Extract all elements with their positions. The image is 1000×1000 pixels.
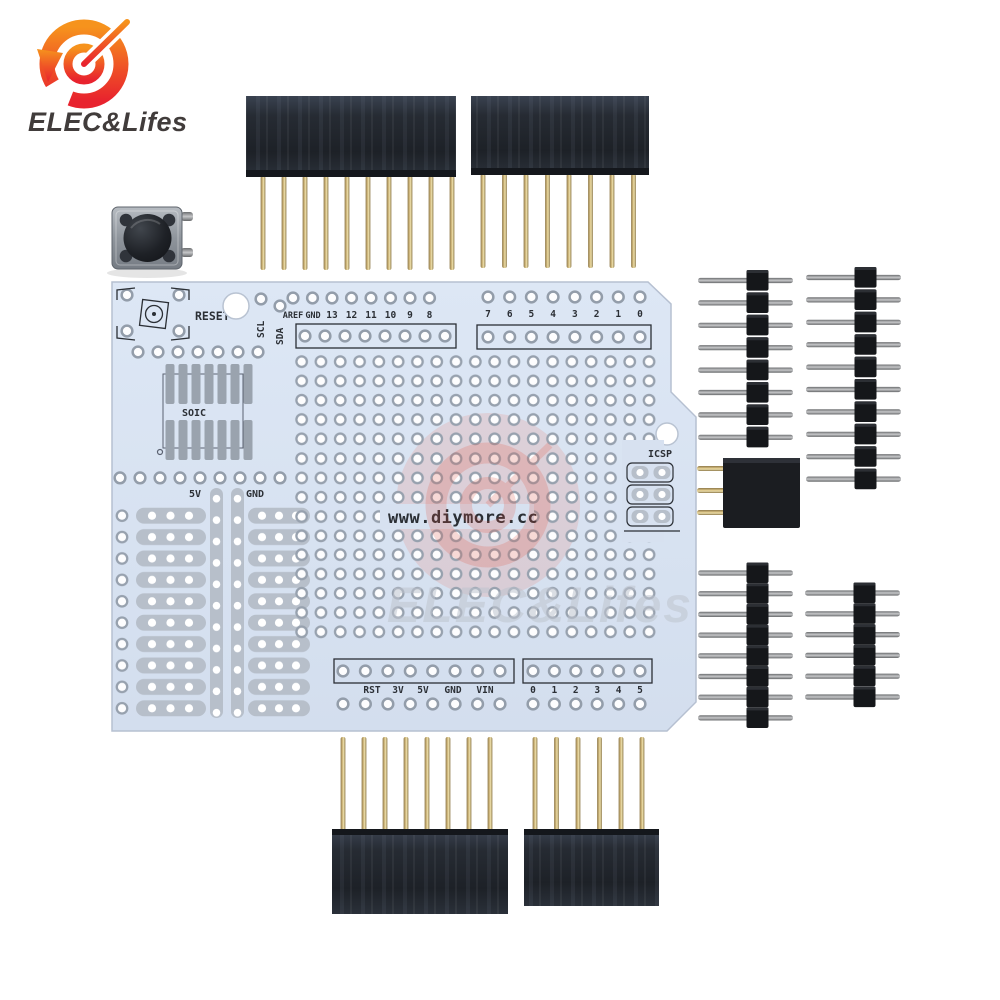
- pin-label: 12: [346, 310, 357, 321]
- power-pin-group: RST 3V 5V GND VIN: [333, 658, 515, 711]
- pin-label: 0: [530, 685, 536, 696]
- hole-row: [113, 471, 287, 485]
- pin-label: 9: [407, 310, 413, 321]
- male-header-8pin-c: [698, 562, 793, 728]
- proto-grid: [292, 449, 659, 546]
- pin-label: 4: [550, 309, 556, 320]
- soic-footprint: SOIC: [156, 364, 253, 460]
- icsp-label: ICSP: [648, 449, 672, 460]
- stacking-header-8pin: [471, 96, 649, 268]
- male-header-6pin-d: [805, 582, 900, 708]
- pin-label: AREF: [283, 311, 303, 321]
- male-header-10pin-b: [806, 267, 901, 490]
- pin-label: GND: [444, 685, 461, 696]
- pin-label: 1: [552, 685, 558, 696]
- rail-5v-label: 5V: [189, 489, 201, 500]
- pcb-watermark-logo: [425, 442, 553, 568]
- icsp-female-socket: [697, 458, 800, 528]
- pin-label: 10: [385, 310, 397, 321]
- pin-label: 1: [615, 309, 621, 320]
- analog-pin-group: 0 1 2 3 4 5: [522, 658, 653, 711]
- tactile-button: [107, 206, 193, 278]
- pin-label: 2: [594, 309, 600, 320]
- pin-label: 7: [485, 309, 491, 320]
- scl-label: SCL: [256, 321, 267, 338]
- pin-label: 6: [507, 309, 513, 320]
- pcb-watermark-text: ELEC&Lifes: [387, 577, 693, 633]
- icsp-footprint: ICSP: [624, 449, 680, 532]
- pcb-url-text: www.diymore.cc: [388, 508, 538, 528]
- strip-block-left: [112, 505, 206, 719]
- brand-logo-text: ELEC&Lifes: [28, 107, 188, 137]
- pin-label: 5: [637, 685, 643, 696]
- pin-label: GND: [305, 311, 320, 321]
- pin-label: VIN: [476, 685, 493, 696]
- mounting-hole: [222, 292, 250, 320]
- pin-label: 3: [572, 309, 578, 320]
- male-header-8pin-a: [698, 270, 793, 448]
- proto-shield-pcb: RESET SCL SDA AREF GND 13 12 11 10 9 8: [111, 281, 697, 732]
- pin-label: 4: [616, 685, 622, 696]
- pin-label: 2: [573, 685, 579, 696]
- reset-footprint: RESET: [116, 287, 230, 341]
- digital-high-pin-group: AREF GND 13 12 11 10 9 8: [283, 291, 457, 349]
- digital-low-pin-group: 7 6 5 4 3 2 1 0: [476, 290, 652, 350]
- silk-clear-zone: [380, 504, 534, 529]
- pin-label: 3: [594, 685, 600, 696]
- pin-label: 13: [326, 310, 338, 321]
- sda-label: SDA: [275, 328, 286, 345]
- rail-gnd-label: GND: [246, 489, 264, 500]
- pin-label: 0: [637, 309, 643, 320]
- reset-label: RESET: [195, 309, 230, 323]
- stacking-header-10pin: [246, 96, 456, 270]
- pin-label: 5: [529, 309, 535, 320]
- brand-logo: ELEC&Lifes: [28, 15, 188, 137]
- stacking-header-8pin-bottom: [332, 737, 508, 914]
- proto-grid: [292, 352, 659, 449]
- pin-label: 5V: [417, 685, 429, 696]
- pin-label: 8: [427, 310, 433, 321]
- power-rails: 5V GND: [189, 488, 264, 718]
- brand-logo-icon: [28, 15, 134, 130]
- stacking-header-6pin-bottom: [524, 737, 659, 906]
- pin-label: RST: [363, 685, 380, 696]
- pin-label: 3V: [392, 685, 404, 696]
- proto-grid: [292, 545, 659, 641]
- i2c-pins: SCL SDA: [254, 292, 287, 345]
- soic-label: SOIC: [182, 408, 206, 419]
- pin-label: 11: [365, 310, 377, 321]
